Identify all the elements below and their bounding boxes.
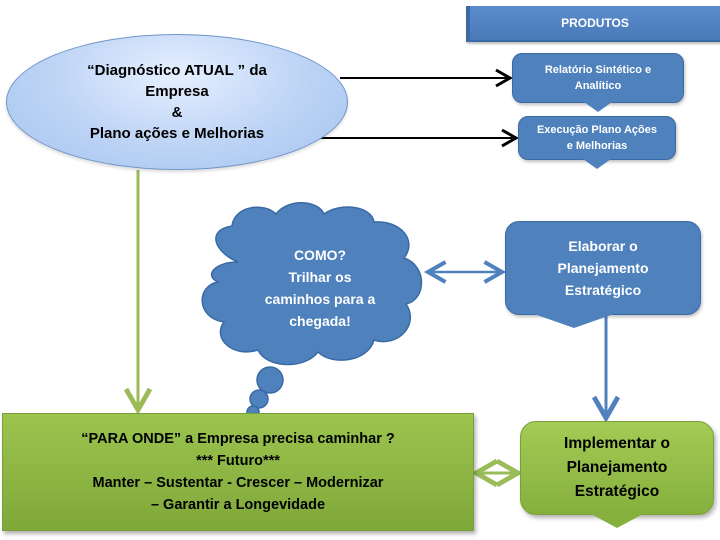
elaborate-line-3: Estratégico [564, 282, 642, 298]
diagnostic-line-3: & [171, 104, 183, 121]
implement-plan-box: Implementar o Planejamento Estratégico [520, 421, 714, 528]
product-execucao-box: Execução Plano Ações e Melhorias [518, 116, 676, 169]
future-line-1: “PARA ONDE” a Empresa precisa caminhar ? [81, 431, 395, 447]
cloud-line-2: Trilhar os [288, 269, 352, 285]
future-line-3: Manter – Sustentar - Crescer – Moderniza… [92, 475, 384, 491]
diagnostic-line-4: Plano ações e Melhorias [89, 125, 265, 142]
products-banner-label: PRODUTOS [561, 16, 629, 30]
implement-line-3: Estratégico [574, 483, 660, 500]
product-relatorio-line-1: Relatório Sintético e [544, 64, 652, 76]
future-box: “PARA ONDE” a Empresa precisa caminhar ?… [2, 413, 474, 531]
implement-line-1: Implementar o [564, 435, 670, 452]
product-execucao-line-1: Execução Plano Ações [536, 124, 658, 136]
future-line-4: – Garantir a Longevidade [150, 497, 326, 513]
diagnostic-line-1: “Diagnóstico ATUAL ” da [87, 62, 267, 79]
cloud-line-1: COMO? [293, 247, 347, 263]
elaborate-line-1: Elaborar o [568, 238, 638, 254]
implement-line-2: Planejamento [566, 459, 668, 476]
products-banner: PRODUTOS [466, 6, 720, 42]
product-execucao-line-2: e Melhorias [566, 140, 628, 152]
diagnostic-line-2: Empresa [145, 83, 209, 100]
future-line-2: *** Futuro*** [196, 453, 280, 469]
cloud-line-3: caminhos para a [264, 291, 376, 307]
product-relatorio-line-2: Analítico [574, 80, 622, 92]
cloud-text: COMO? Trilhar os caminhos para a chegada… [230, 244, 410, 332]
product-relatorio-box: Relatório Sintético e Analítico [512, 53, 684, 112]
elaborate-line-2: Planejamento [557, 260, 649, 276]
cloud-line-4: chegada! [289, 313, 351, 329]
elaborate-plan-box: Elaborar o Planejamento Estratégico [505, 221, 701, 328]
diagnostic-ellipse: “Diagnóstico ATUAL ” da Empresa & Plano … [6, 34, 348, 170]
